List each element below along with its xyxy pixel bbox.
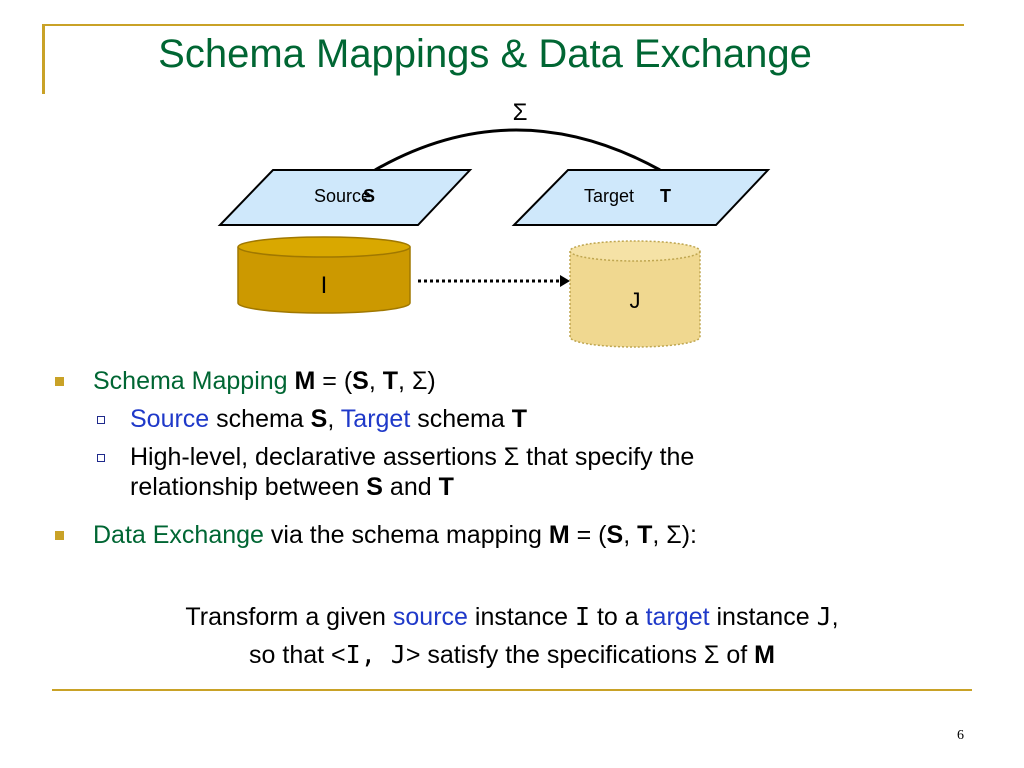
instance-j-ref: J: [816, 602, 832, 631]
text-fragment: , Σ): [398, 367, 436, 395]
text-fragment: , Σ):: [652, 521, 697, 549]
slide-title: Schema Mappings & Data Exchange: [158, 32, 812, 76]
target-schema-symbol: T: [660, 186, 671, 206]
text-fragment: relationship between: [130, 473, 367, 501]
text-fragment: High-level, declarative assertions Σ tha…: [130, 443, 695, 471]
source-term: source: [392, 603, 468, 631]
source-schema-symbol: S: [363, 186, 375, 206]
target-term: Target: [340, 405, 411, 433]
frame-left-accent: [42, 24, 45, 94]
text-fragment: instance: [709, 603, 817, 631]
text-fragment: schema: [410, 405, 512, 433]
bullet-list: Schema Mapping M = (S, T, Σ) Source sche…: [55, 366, 955, 564]
symbol-t: T: [511, 405, 527, 433]
text-fragment: ,: [831, 603, 839, 631]
symbol-t: T: [438, 473, 454, 501]
transform-line-2: so that <I, J> satisfy the specification…: [0, 636, 1024, 674]
text-fragment: to a: [590, 603, 646, 631]
transform-line-1: Transform a given source instance I to a…: [0, 598, 1024, 636]
instance-j-cylinder: [569, 240, 701, 348]
target-term: target: [645, 603, 710, 631]
exchange-arrowhead-icon: [560, 275, 570, 287]
instance-j-label: J: [630, 288, 641, 313]
sub-bullet-box-icon: [97, 454, 105, 462]
symbol-s: S: [606, 521, 624, 549]
text-fragment: = (: [315, 367, 353, 395]
frame-bottom-rule: [52, 689, 972, 691]
sub-bullet-schemas: Source schema S, Target schema T: [55, 404, 955, 434]
source-term: Source: [130, 405, 210, 433]
text-fragment: so that <: [249, 641, 346, 669]
target-schema-shape: [511, 169, 771, 226]
source-schema-shape: [217, 169, 473, 226]
source-schema-label: Source: [314, 186, 371, 206]
schema-mapping-diagram: Σ Source S Target T I J: [217, 99, 771, 348]
schema-mapping-term: Schema Mapping: [93, 367, 288, 395]
symbol-t: T: [382, 367, 399, 395]
frame-top-rule: [42, 24, 964, 26]
target-schema-label: Target: [584, 186, 634, 206]
text-fragment: ,: [368, 367, 383, 395]
sub-bullet-assertions: High-level, declarative assertions Σ tha…: [55, 442, 955, 502]
text-fragment: > satisfy the specifications Σ of: [405, 641, 755, 669]
symbol-s: S: [366, 473, 383, 501]
transform-statement: Transform a given source instance I to a…: [0, 598, 1024, 674]
instance-i-cylinder: [237, 236, 411, 314]
bullet-schema-mapping: Schema Mapping M = (S, T, Σ) Source sche…: [55, 366, 955, 502]
sigma-label: Σ: [513, 99, 528, 126]
symbol-s: S: [310, 405, 328, 433]
bullet-data-exchange: Data Exchange via the schema mapping M =…: [55, 520, 955, 550]
sub-bullet-box-icon: [97, 416, 105, 424]
symbol-m: M: [294, 367, 316, 395]
text-fragment: Transform a given: [185, 603, 393, 631]
text-fragment: ,: [623, 521, 638, 549]
sigma-arc: [374, 128, 661, 172]
text-fragment: via the schema mapping: [263, 521, 549, 549]
symbol-m: M: [754, 641, 775, 669]
data-exchange-term: Data Exchange: [93, 521, 264, 549]
text-fragment: and: [382, 473, 439, 501]
bullet-square-icon: [55, 377, 64, 386]
instance-i-label: I: [321, 272, 328, 299]
symbol-m: M: [548, 521, 570, 549]
symbol-t: T: [637, 521, 653, 549]
page-number: 6: [957, 728, 964, 743]
symbol-s: S: [352, 367, 369, 395]
text-fragment: = (: [569, 521, 607, 549]
instance-i-ref: I: [574, 602, 591, 631]
bullet-square-icon: [55, 531, 64, 540]
text-fragment: schema: [209, 405, 311, 433]
text-fragment: ,: [327, 405, 341, 433]
instance-pair-ref: I, J: [345, 640, 406, 669]
text-fragment: instance: [467, 603, 575, 631]
